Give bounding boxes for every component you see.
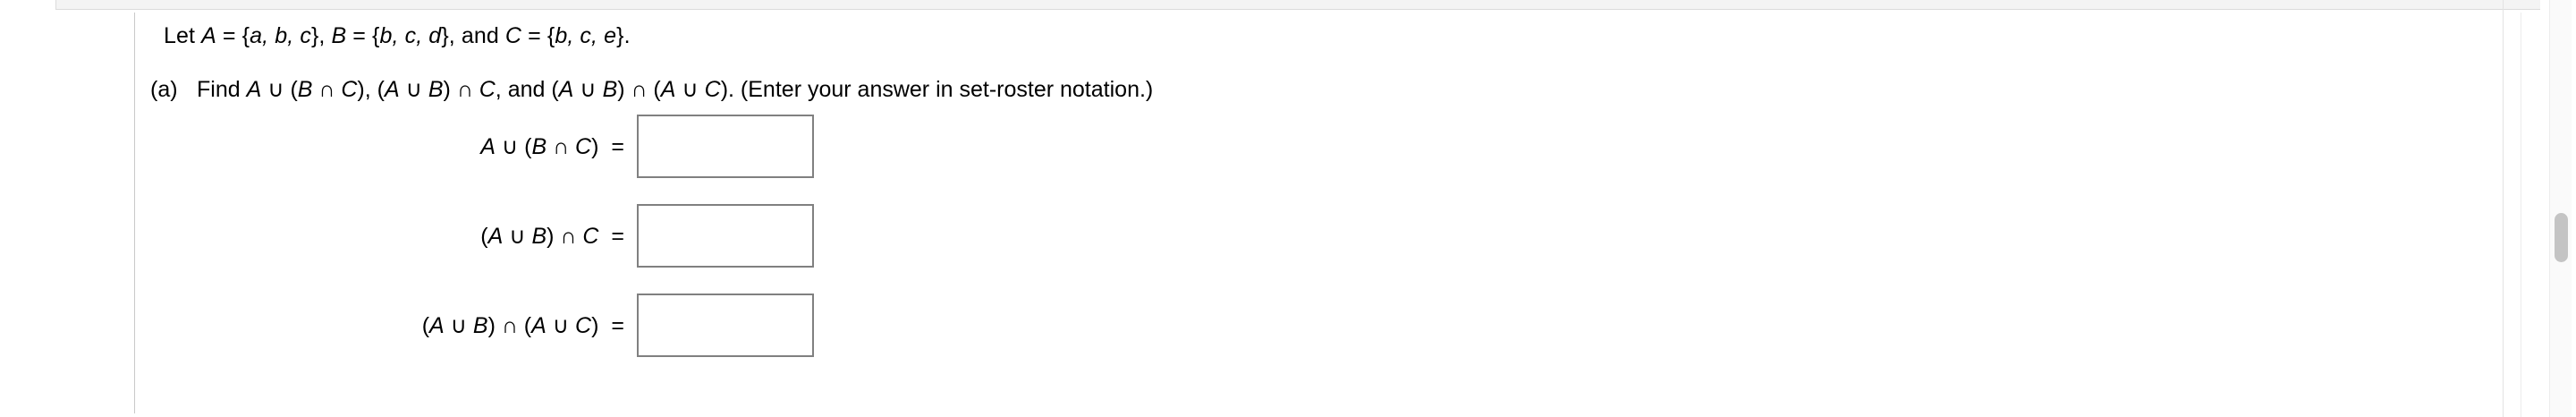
stem-eq-2: = { [346,23,380,48]
answer-row-1: A ∪ (B ∩ C) = [134,115,814,178]
equals-sign-3: = [611,312,624,338]
problem-stem: Let A = {a, b, c}, B = {b, c, d}, and C … [164,22,631,49]
answer-row-3: (A ∪ B) ∩ (A ∪ C) = [134,294,814,357]
part-a-label: (a) [150,77,178,102]
content-right-rule [2503,0,2504,417]
answer-input-2[interactable] [637,204,814,268]
answer-label-2: (A ∪ B) ∩ C [480,223,599,249]
equals-sign-2: = [611,223,624,249]
stem-set-a: a, b, c [250,23,311,48]
stem-set-c: b, c, e [555,23,617,48]
answer-row-2: (A ∪ B) ∩ C = [134,204,814,268]
stem-close-3: }. [616,23,631,48]
answer-label-3: (A ∪ B) ∩ (A ∪ C) [421,312,599,338]
stem-close-1: }, [310,23,332,48]
part-a-row: (a) Find A ∪ (B ∩ C), (A ∪ B) ∩ C, and (… [150,76,1153,103]
equals-sign-1: = [611,133,624,159]
answer-label-1: A ∪ (B ∩ C) [480,133,599,159]
stem-var-b: B [331,23,347,48]
panel-top-band-right [2496,0,2540,10]
stem-set-b: b, c, d [379,23,442,48]
stem-eq-3: = { [521,23,555,48]
answer-input-1[interactable] [637,115,814,178]
answer-list: A ∪ (B ∩ C) = (A ∪ B) ∩ C = (A ∪ B) ∩ (A… [134,115,814,383]
stem-var-a: A [201,23,216,48]
stem-let: Let [164,23,202,48]
scrollbar-thumb[interactable] [2555,213,2568,262]
stem-var-c: C [504,23,522,48]
question-left-rule [134,13,135,413]
stem-eq-1: = { [216,23,250,48]
stem-close-2: }, and [441,23,505,48]
part-a-text: Find A ∪ (B ∩ C), (A ∪ B) ∩ C, and (A ∪ … [197,77,1154,102]
vertical-scrollbar[interactable] [2549,0,2572,417]
answer-input-3[interactable] [637,294,814,357]
question-content: Let A = {a, b, c}, B = {b, c, d}, and C … [134,0,2576,417]
